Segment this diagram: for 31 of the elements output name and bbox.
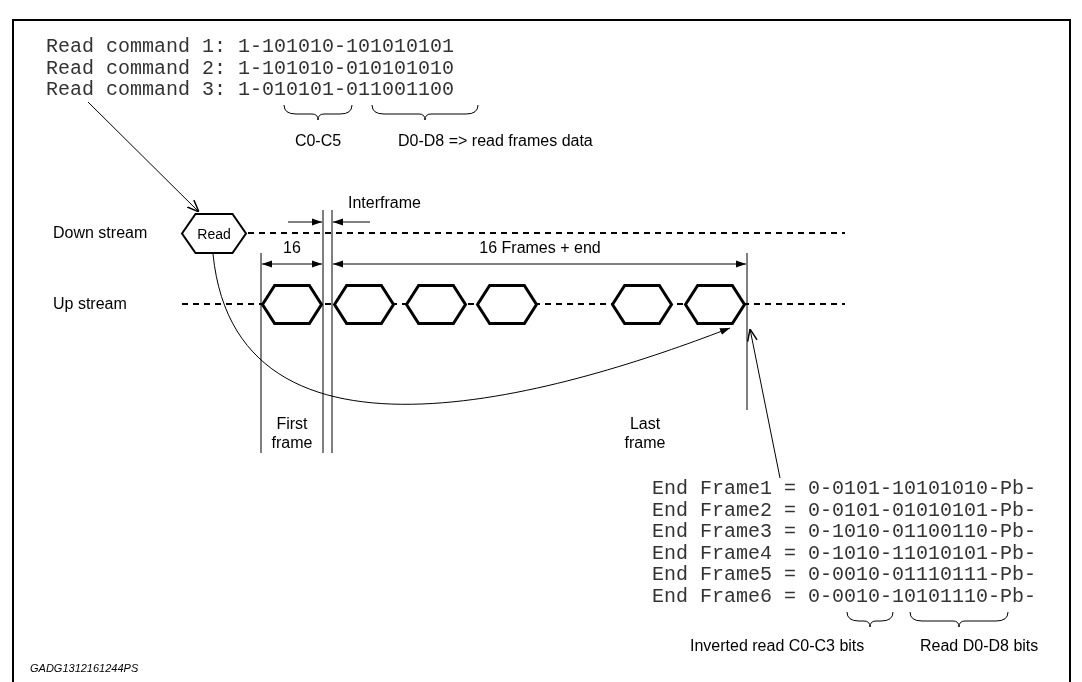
dimension-label: 16 Frames + end [479,238,601,257]
brace-label: Read D0-D8 bits [920,636,1039,655]
figure-code: GADG1312161244PS [30,661,139,676]
leader-line [746,328,781,479]
frame-hexagon [405,284,467,325]
code-line: Read command 3: 1-010101-011001100 [46,79,456,101]
dimension-label: 16 [283,238,301,257]
code-line: End Frame3 = 0-1010-01100110-Pb- [652,521,1038,543]
stream-label: Down stream [53,223,148,242]
leader-line [87,101,200,213]
frame-label: First frame [270,414,314,452]
code-line: End Frame5 = 0-0010-01110111-Pb- [652,564,1038,586]
code-line: Read command 2: 1-101010-010101010 [46,57,456,79]
frame-hexagon [476,284,538,325]
code-line: End Frame2 = 0-0101-01010101-Pb- [652,499,1038,521]
read-hexagon: Read [181,213,247,254]
code-line: Read command 1: 1-101010-101010101 [46,36,456,58]
frame-hexagon [333,284,395,325]
stream-label: Up stream [53,294,127,313]
brace-label: C0-C5 [294,131,342,150]
frame-hexagon [611,284,673,325]
code-line: End Frame4 = 0-1010-11010101-Pb- [652,542,1038,564]
frame-label: Last frame [623,414,667,452]
frame-hexagon [684,284,746,325]
brace-label: Inverted read C0-C3 bits [690,636,865,655]
code-line: End Frame1 = 0-0101-10101010-Pb- [652,478,1038,500]
arrow [212,253,731,404]
brace-label: D0-D8 => read frames data [398,131,593,150]
frame-hexagon [261,284,323,325]
code-line: End Frame6 = 0-0010-10101110-Pb- [652,585,1038,607]
dimension-label: Interframe [348,193,421,212]
